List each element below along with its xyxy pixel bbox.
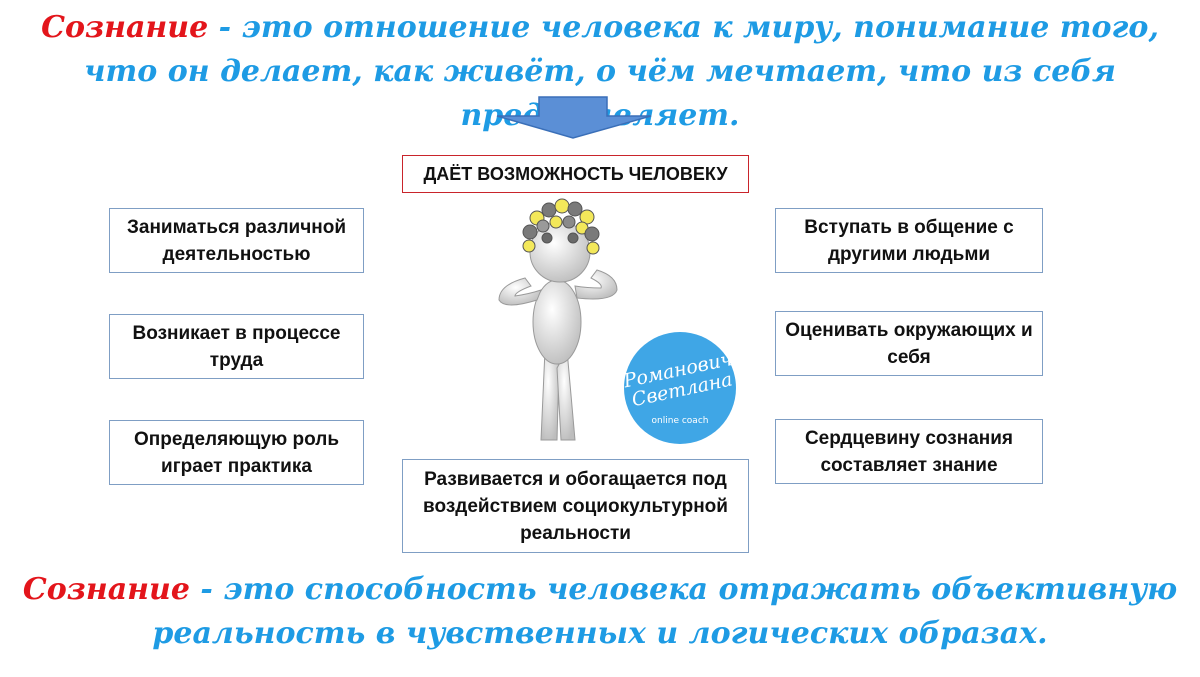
left-box-practice: Определяющую роль играет практика [109, 420, 364, 485]
center-title-box: ДАЁТ ВОЗМОЖНОСТЬ ЧЕЛОВЕКУ [402, 155, 749, 193]
left-box-label: Определяющую роль играет практика [116, 426, 357, 480]
logo: Романович Светлана online coach [624, 332, 736, 444]
down-arrow-icon [495, 96, 655, 140]
logo-name: Романович Светлана [621, 349, 739, 411]
bottom-definition-term: Сознание [23, 572, 190, 607]
right-box-label: Вступать в общение с другими людьми [782, 214, 1036, 268]
left-box-label: Заниматься различной деятельностью [116, 214, 357, 268]
center-title: ДАЁТ ВОЗМОЖНОСТЬ ЧЕЛОВЕКУ [423, 161, 727, 188]
right-box-label: Оценивать окружающих и себя [782, 317, 1036, 371]
right-box-communication: Вступать в общение с другими людьми [775, 208, 1043, 273]
left-box-label: Возникает в процессе труда [116, 320, 357, 374]
bottom-center-label: Развивается и обогащается под воздействи… [409, 466, 742, 547]
logo-subtitle: online coach [624, 416, 736, 426]
left-box-labor: Возникает в процессе труда [109, 314, 364, 379]
right-box-knowledge: Сердцевину сознания составляет знание [775, 419, 1043, 484]
right-box-label: Сердцевину сознания составляет знание [782, 425, 1036, 479]
right-box-evaluation: Оценивать окружающих и себя [775, 311, 1043, 376]
bottom-center-box: Развивается и обогащается под воздействи… [402, 459, 749, 553]
left-box-activity: Заниматься различной деятельностью [109, 208, 364, 273]
bottom-definition-text: - это способность человека отражать объе… [152, 572, 1177, 651]
bottom-definition: Сознание - это способность человека отра… [0, 568, 1200, 656]
top-definition-term: Сознание [41, 10, 208, 45]
thinking-figure-icon [485, 190, 635, 450]
